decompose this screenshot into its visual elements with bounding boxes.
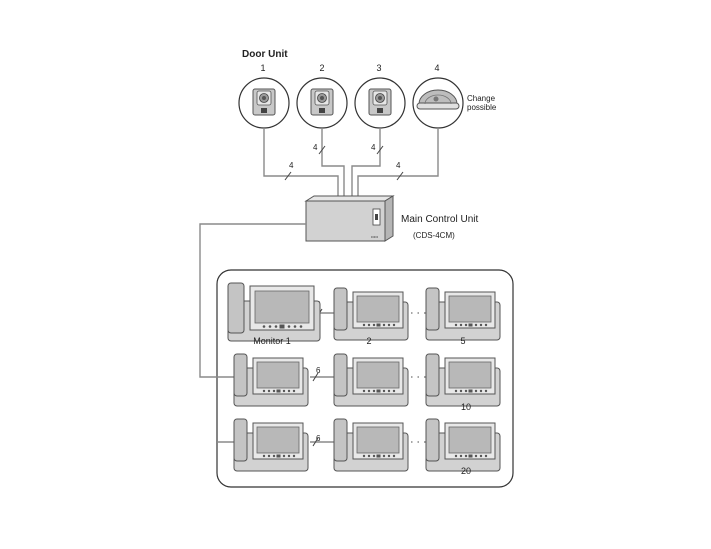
door-number-4: 4: [434, 63, 439, 73]
door-unit-title: Door Unit: [242, 49, 288, 60]
count-row2: 6: [316, 366, 321, 375]
monitor-label-20: 20: [461, 466, 471, 476]
monitor-label-2: 2: [366, 336, 371, 346]
wire-door-4: [357, 128, 439, 200]
wire-door-2: [321, 128, 345, 200]
monitor-1: [227, 282, 321, 342]
monitor-label-5: 5: [460, 336, 465, 346]
main-control-label: Main Control Unit: [401, 214, 478, 225]
door-station-3: [354, 77, 406, 129]
slash-row3: [312, 437, 319, 447]
brand-mark: •••••: [371, 234, 379, 239]
monitor-2: [333, 287, 409, 341]
monitor-6: [233, 353, 309, 407]
count-door-1: 4: [289, 161, 294, 170]
count-door-3: 4: [371, 143, 376, 152]
count-row3: 6: [316, 434, 321, 443]
change-note-line2: possible: [467, 103, 497, 112]
door-station-icon: [368, 88, 392, 116]
monitor-label-1: Monitor 1: [253, 336, 291, 346]
slash-door-4: [396, 171, 404, 181]
monitor-group-frame: [216, 269, 514, 488]
slash-door-3: [376, 145, 384, 155]
monitor-12: [333, 418, 409, 472]
wire-door-1: [263, 128, 339, 200]
door-station-icon: [252, 88, 276, 116]
door-number-3: 3: [376, 63, 381, 73]
monitor-5: [425, 287, 501, 341]
camera-4: [412, 77, 464, 129]
monitor-20: [425, 418, 501, 472]
wire-main-to-monitors: [199, 223, 306, 378]
monitor-7: [333, 353, 409, 407]
monitor-label-10: 10: [461, 402, 471, 412]
monitor-10: [425, 353, 501, 407]
main-control-model: (CDS-4CM): [413, 231, 455, 240]
main-control-unit: •••••: [304, 195, 395, 242]
slash-door-1: [284, 171, 292, 181]
slash-door-2: [318, 145, 326, 155]
count-door-4: 4: [396, 161, 401, 170]
door-number-1: 1: [260, 63, 265, 73]
door-station-icon: [310, 88, 334, 116]
door-number-2: 2: [319, 63, 324, 73]
wire-door-3: [351, 128, 381, 200]
slash-row2: [312, 372, 319, 382]
door-station-2: [296, 77, 348, 129]
count-door-2: 4: [313, 143, 318, 152]
monitor-11: [233, 418, 309, 472]
change-note-line1: Change: [467, 94, 496, 103]
door-station-1: [238, 77, 290, 129]
